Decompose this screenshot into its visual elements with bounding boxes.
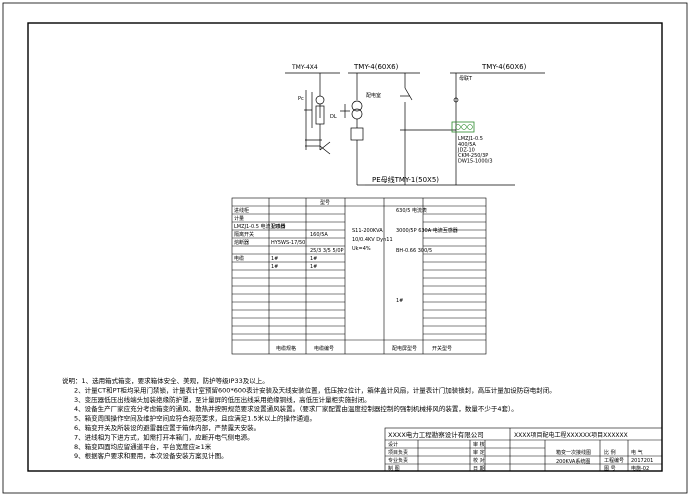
transformer-winding-bottom [351, 108, 363, 120]
drawing-name: 200KVA系统图 [556, 458, 590, 465]
title-row-label: 审 核 [473, 441, 485, 448]
left-breaker-circle [315, 95, 325, 105]
right-note: CKM-250/3P [458, 153, 488, 159]
table-footer: 开关型号 [432, 345, 452, 352]
table-right-cell: 1# [396, 298, 403, 304]
inner-frame [27, 22, 663, 472]
title-right-value: 2017201 [631, 458, 653, 464]
right-note: 400/5A [458, 142, 476, 148]
table-cell: 1# [271, 256, 278, 262]
drawing-name: 箱变一次接线图 [556, 449, 591, 456]
table-right-cell: 3000/5P 630A 电流互感器 [396, 227, 458, 234]
title-company: XXXX电力工程勘察设计有限公司 [388, 430, 484, 439]
title-row-label: 制 图 [388, 465, 400, 472]
note-line: 3、变压器低压出线端头加装绝缘防护罩，至计量屏的低压出线采用绝缘铜线，高低压计量… [74, 395, 371, 404]
table-footer: 电缆规格 [276, 345, 296, 352]
meter-box [350, 127, 364, 141]
title-row-label: 专业负责 [388, 457, 408, 464]
title-row-label: 设计 [388, 441, 398, 448]
table-cell: 熔断器 [234, 239, 249, 246]
table-cell: 150/5 [271, 224, 285, 230]
table-cell: 1# [310, 264, 317, 270]
transformer-winding-top [351, 100, 363, 112]
note-line: 7、进线相为下进方式，如需打开本箱门，应断开电气侧电源。 [74, 432, 254, 441]
title-row-label: 审 定 [473, 449, 485, 456]
single-line-diagram [285, 72, 545, 186]
table-cell: 1# [271, 264, 278, 270]
title-row-label: 校 对 [473, 457, 485, 464]
table-cell: 隔离开关 [234, 231, 254, 238]
note-line: 5、箱变周围操作空间及维护空间应符合规范要求，且应满足1.5米以上的操作通道。 [74, 414, 316, 423]
title-block [384, 427, 663, 472]
note-line: 2、计量CT和PT柜均采用门禁锁，计量表计室预留600*600表计安装及天线安装… [74, 385, 556, 394]
left-device-label-1: Pc [298, 96, 304, 102]
table-header: 型号 [320, 199, 330, 206]
title-row-label: 日 期 [473, 466, 485, 472]
table-footer: 配电屏型号 [392, 345, 417, 352]
right-note: JDZ-10 [457, 148, 475, 154]
right-breaker-label: 母联T [459, 75, 473, 82]
transformer-spec: Uk=4% [352, 246, 371, 252]
current-transformer-group [451, 121, 475, 133]
table-cell: 1# [310, 256, 317, 262]
table-cell: HY5WS-17/50 [271, 240, 305, 246]
table-right-cell: 630/5 电流表 [396, 207, 427, 214]
note-line: 8、箱变四面均应留通道平台，平台宽度应≥1米 [74, 442, 212, 451]
table-cell: 25/3 3/5 5/0P [310, 248, 344, 254]
busbar-label-left: TMY-4X4 [291, 64, 318, 71]
busbar-label-bottom: PE母线TMY-1(50X5) [372, 175, 439, 184]
note-line: 6、箱变开关及所装设的避雷器应置于箱体内部，严禁露天安装。 [74, 423, 260, 432]
table-footer: 电缆编号 [314, 345, 334, 352]
right-note: DW15-1000/3 [458, 159, 493, 165]
table-cell: 计量 [234, 215, 244, 222]
table-cell: 160/5A [310, 232, 328, 238]
table-cell: LMZJ1-0.5 电流互感器 [234, 223, 286, 230]
title-project: XXXX项目配电工程XXXXXX项目XXXXXX [514, 431, 628, 439]
transformer-spec: 10/0.4KV Dyn11 [352, 237, 393, 243]
title-right-label: 比 例 [604, 449, 616, 456]
title-right-value: 电 气 [631, 449, 643, 456]
design-notes: 说明：1、选用箱式箱变，要求箱体安全、美观，防护等级IP33及以上。2、计量CT… [62, 376, 556, 460]
busbar-label-middle: TMY-4(60X6) [353, 63, 399, 71]
table-grid-lines [232, 213, 486, 335]
table-right-cell: BH-0.66 300/5 [396, 248, 432, 254]
ct-small-label: LMZJ1-0.5 [458, 136, 483, 142]
note-line: 9、根据客户要求和要用，本次设备安装方案见计图。 [74, 451, 228, 460]
note-line: 说明：1、选用箱式箱变，要求箱体安全、美观，防护等级IP33及以上。 [62, 376, 269, 385]
title-row-label: 项目负责 [388, 449, 408, 456]
table-cell: 电缆 [234, 255, 244, 262]
transformer-spec: S11-200KVA [352, 228, 383, 234]
title-right-label: 图 号 [604, 466, 616, 472]
table-cell: 进线柜 [234, 207, 249, 214]
title-right-label: 工程编号 [604, 457, 624, 464]
busbar-label-right: TMY-4(60X6) [481, 63, 527, 71]
equipment-table [231, 197, 487, 355]
center-top-label: 配电室 [366, 92, 381, 99]
note-line: 4、设备生产厂家应充分考虑箱变的通风、散热并按照规范要求设置通风装置。（要求厂家… [74, 404, 518, 413]
title-right-value: 电施-02 [631, 465, 649, 472]
left-device-label-2: DL [330, 114, 337, 120]
